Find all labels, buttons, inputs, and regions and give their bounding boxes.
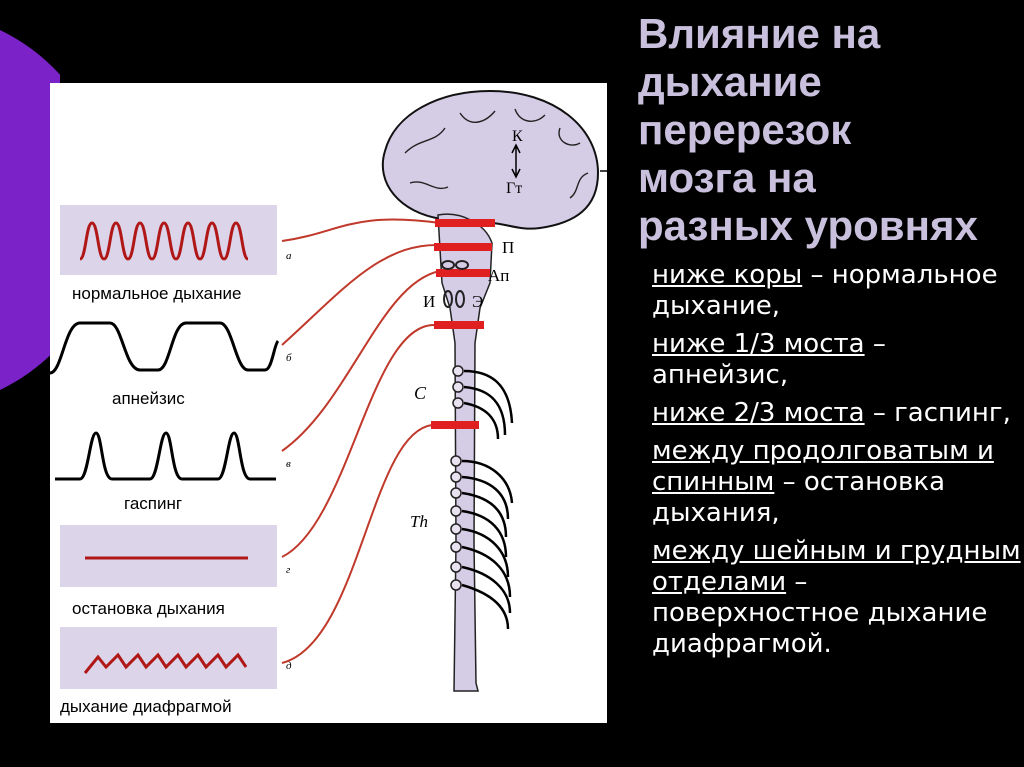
strip-label-apneusis: апнейзис bbox=[112, 389, 185, 409]
label-i: И bbox=[423, 292, 435, 311]
strip-label-gasping: гаспинг bbox=[124, 494, 182, 514]
strip-letter-b: б bbox=[286, 352, 292, 364]
bullet-list: ниже коры – нормальное дыхание, ниже 1/3… bbox=[652, 260, 1022, 667]
strip-label-apnea: остановка дыхания bbox=[72, 599, 225, 619]
title-line: дыхание bbox=[638, 58, 1018, 106]
diagram-panel: а б в г д bbox=[50, 83, 607, 723]
title-line: разных уровнях bbox=[638, 202, 1018, 250]
cut-line-g bbox=[434, 321, 484, 329]
strip-d-background bbox=[60, 627, 277, 689]
title-line: перерезок bbox=[638, 106, 1018, 154]
title-line: мозга на bbox=[638, 154, 1018, 202]
bullet-item: ниже коры – нормальное дыхание, bbox=[652, 260, 1022, 322]
cut-line-d bbox=[431, 421, 479, 429]
cut-line-v bbox=[436, 269, 490, 277]
bullet-item: ниже 2/3 моста – гаспинг, bbox=[652, 398, 1022, 429]
bullet-item: между продолговатым и спинным – остановк… bbox=[652, 436, 1022, 529]
trace-apneusis bbox=[50, 323, 278, 373]
brainstem bbox=[438, 214, 492, 691]
connector-a bbox=[282, 219, 440, 241]
label-e: Э bbox=[472, 292, 483, 311]
bullet-item: ниже 1/3 моста – апнейзис, bbox=[652, 329, 1022, 391]
strip-label-diaphragm: дыхание диафрагмой bbox=[60, 697, 232, 717]
strip-letter-v: в bbox=[286, 458, 291, 470]
label-c: C bbox=[414, 383, 427, 403]
title-line: Влияние на bbox=[638, 10, 1018, 58]
strip-g-background bbox=[60, 525, 277, 587]
strip-label-normal: нормальное дыхание bbox=[72, 284, 241, 304]
label-k: К bbox=[512, 128, 523, 145]
connector-d bbox=[282, 425, 432, 663]
trace-gasping bbox=[55, 433, 276, 479]
bullet-item: между шейным и грудным отделами – поверх… bbox=[652, 536, 1022, 660]
strip-letter-a: а bbox=[286, 250, 292, 262]
label-p: П bbox=[502, 238, 514, 257]
slide-title: Влияние на дыхание перерезок мозга на ра… bbox=[638, 10, 1018, 250]
brain-cerebrum bbox=[383, 91, 598, 229]
strip-letter-g: г bbox=[286, 564, 291, 576]
cut-line-a bbox=[435, 219, 495, 227]
label-gt: Гт bbox=[506, 180, 522, 197]
cut-line-b bbox=[434, 243, 492, 251]
label-ap: Ап bbox=[488, 266, 509, 285]
label-th: Th bbox=[410, 512, 428, 531]
